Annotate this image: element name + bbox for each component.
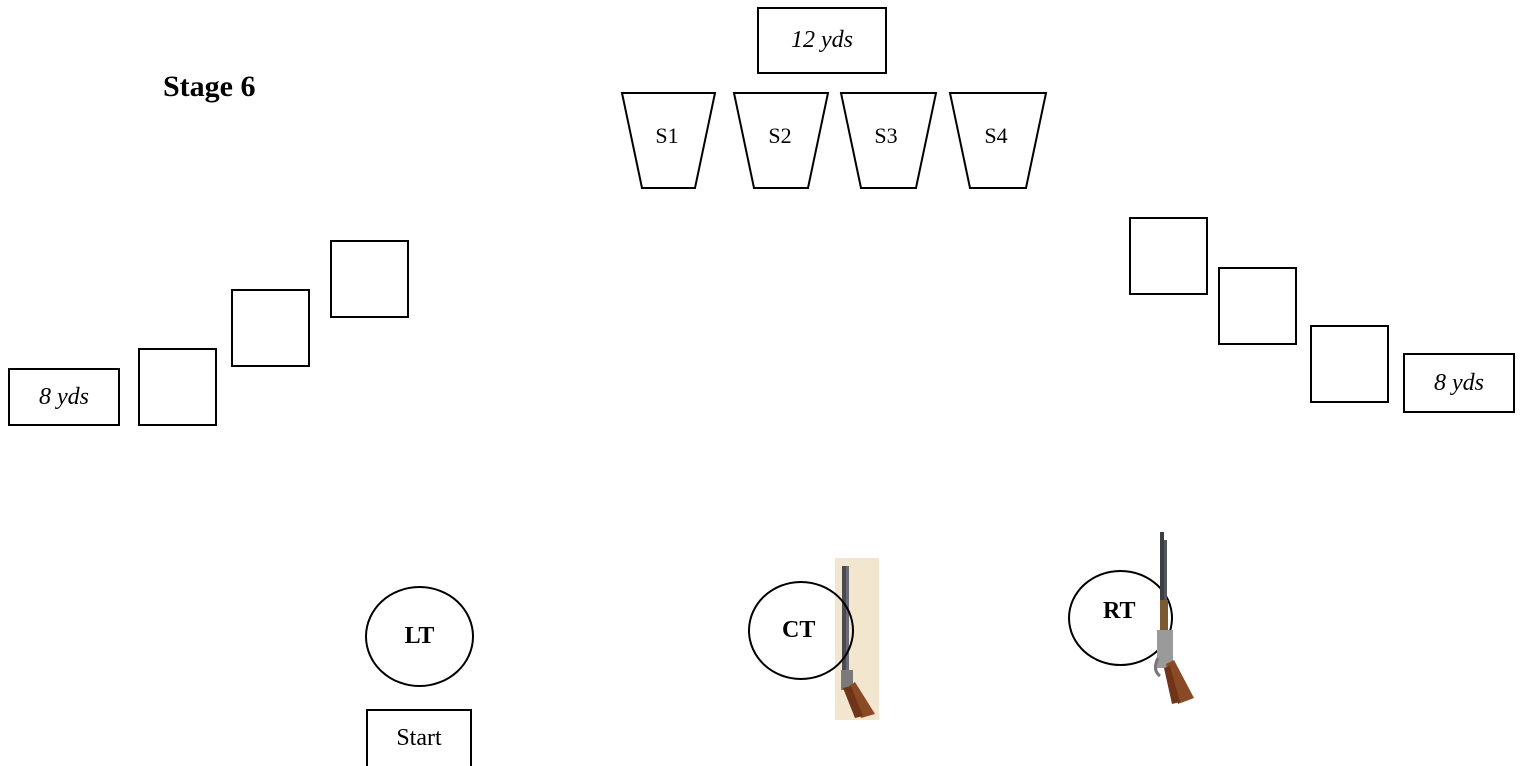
left-target-1 <box>138 348 217 426</box>
rifle-image <box>1153 532 1194 704</box>
position-rt: RT <box>1068 570 1173 666</box>
shotgun-targets: S1 S2 S3 S4 <box>620 92 1048 189</box>
left-target-2 <box>231 289 310 367</box>
stage-title: Stage 6 <box>163 70 256 103</box>
shotgun-target-s1: S1 <box>620 92 717 189</box>
position-lt: LT <box>365 586 474 687</box>
right-distance-label: 8 yds <box>1403 353 1515 413</box>
shotgun-target-label: S3 <box>874 123 897 148</box>
right-target-2 <box>1218 267 1297 345</box>
right-target-3 <box>1310 325 1389 403</box>
start-box: Start <box>366 709 472 766</box>
shotgun-target-s4: S4 <box>948 92 1048 189</box>
shotgun-target-s3: S3 <box>839 92 938 189</box>
left-distance-label: 8 yds <box>8 368 120 426</box>
shotgun-target-label: S1 <box>655 123 678 148</box>
center-distance-label: 12 yds <box>757 7 887 74</box>
left-target-3 <box>330 240 409 318</box>
shotgun-target-s2: S2 <box>732 92 830 189</box>
position-ct: CT <box>748 581 854 680</box>
shotgun-target-label: S2 <box>768 123 791 148</box>
shotgun-target-label: S4 <box>984 123 1007 148</box>
right-target-1 <box>1129 217 1208 295</box>
